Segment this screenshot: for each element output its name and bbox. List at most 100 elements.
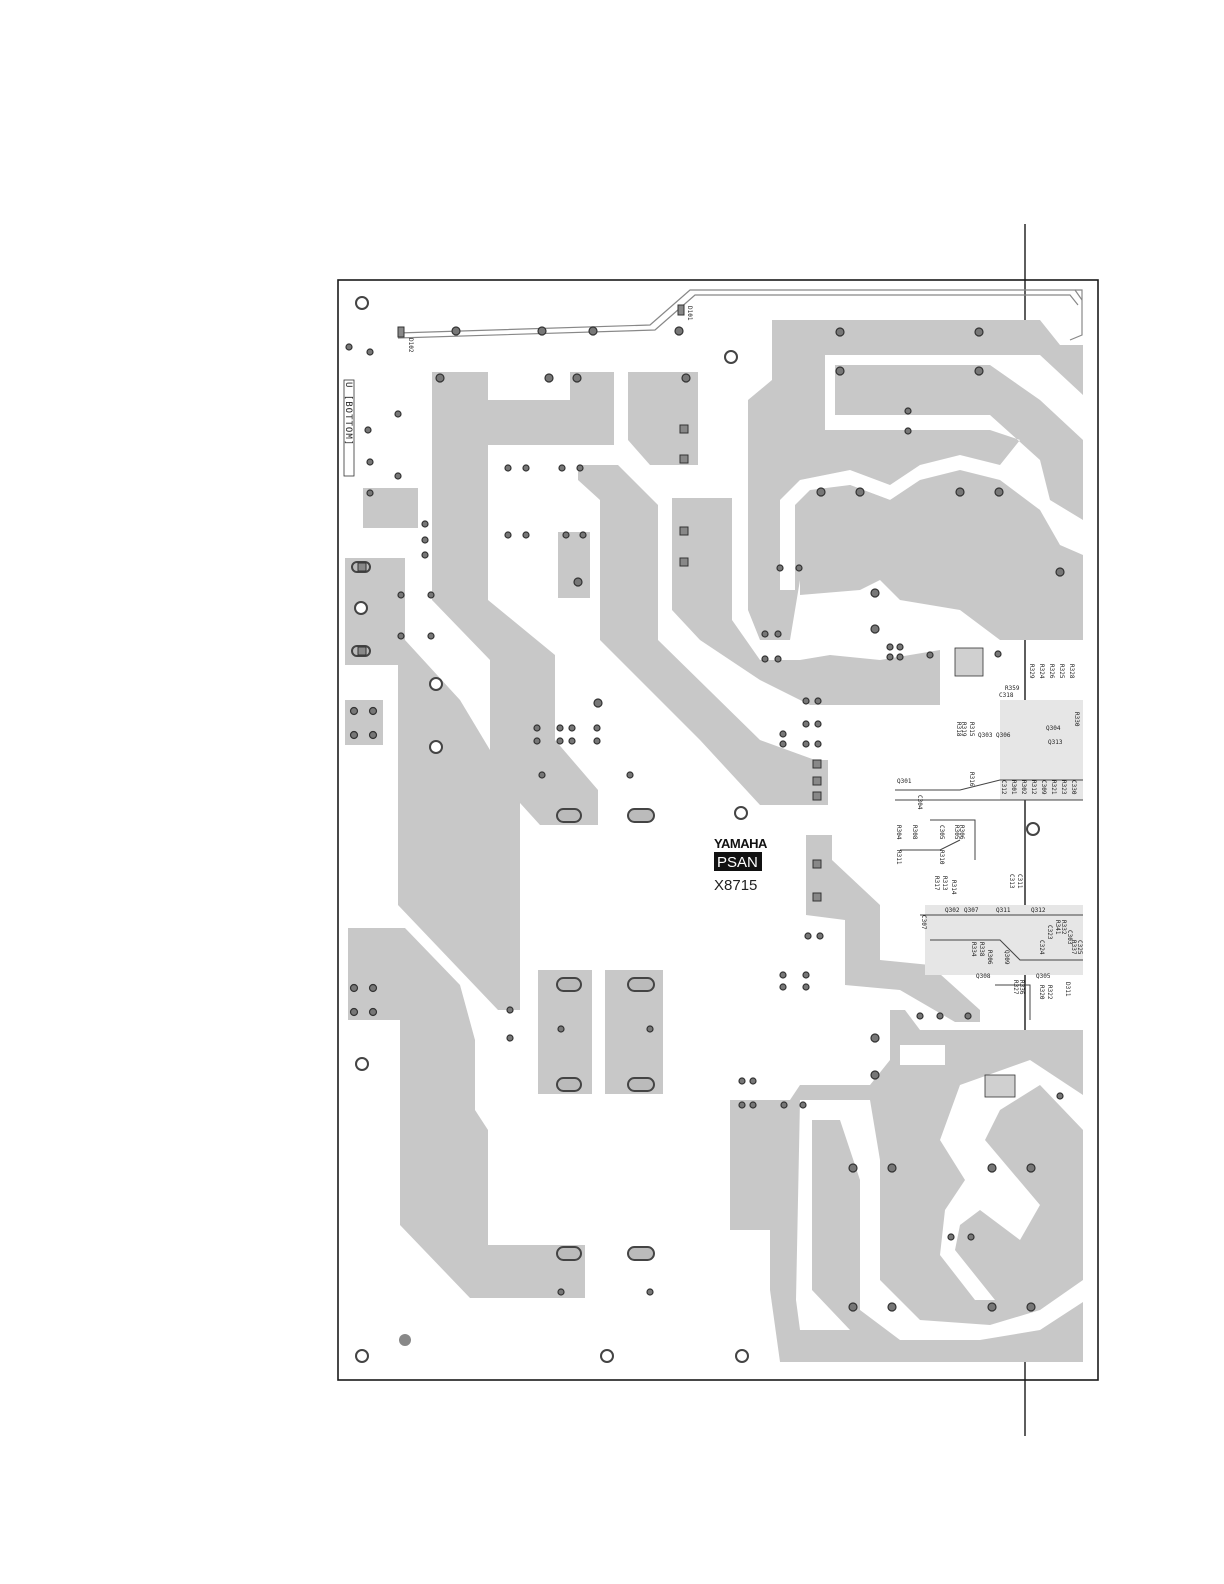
pad [626,771,634,779]
pad [349,1007,359,1017]
ref-label: C324 [1038,940,1045,955]
ref-label: C330 [1070,780,1077,795]
oval-pad [556,1077,582,1092]
pad [593,698,603,708]
ref-label: Q304 [1046,725,1061,732]
ref-label: R323 [1060,780,1067,795]
ref-label: R332 [1060,920,1067,935]
square-pad [812,791,822,801]
ref-label: R326 [1048,664,1055,679]
ref-label: C323 [1046,925,1053,940]
pad [345,343,353,351]
ref-label: R328 [1068,664,1075,679]
ref-label: R336 [1018,980,1025,995]
pad [646,1025,654,1033]
pad [558,464,566,472]
pad [761,655,769,663]
component-labels: D102 D101 R329 R324 R326 R325 R328 R330 … [407,306,1083,1000]
oval-pad [556,977,582,992]
ref-label: R306 [986,950,993,965]
pad [987,1163,997,1173]
copper-pour-mid-upper [800,475,1083,640]
oval-pad [627,1246,655,1261]
pad [556,737,564,745]
ref-label: R313 [941,876,948,891]
pad [738,1077,746,1085]
smd-pad-grid [984,1074,1016,1098]
pad [994,487,1004,497]
pad [904,407,912,415]
pad [855,487,865,497]
pad [964,1012,972,1020]
pad [368,983,378,993]
ref-label: R318 [955,722,962,737]
smd-pad [1000,700,1083,800]
ref-label: R322 [1046,985,1053,1000]
pad [533,737,541,745]
pad [870,624,880,634]
ref-label: R341 [1054,920,1061,935]
pad [814,697,822,705]
model-text: PSAN [717,854,758,871]
pad [835,327,845,337]
pad [776,564,784,572]
mounting-hole [429,677,443,691]
square-pad [679,526,689,536]
ref-label: C313 [1008,874,1015,889]
ref-label: Q312 [1031,907,1046,914]
model-badge [714,852,762,871]
pad [749,1077,757,1085]
oval-pad [627,1077,655,1092]
ref-label: R327 [1012,980,1019,995]
top-trace [397,289,1083,334]
pad [568,737,576,745]
pad [947,1233,955,1241]
mounting-hole [429,740,443,754]
pad [886,653,894,661]
side-label-text: U [BOTTOM] [343,382,353,446]
mounting-holes [354,296,1040,1363]
ref-label: R325 [1058,664,1065,679]
pad [802,971,810,979]
pad [557,1025,565,1033]
copper-layer [345,289,1083,1362]
ref-label: R304 [895,825,902,840]
pad [504,464,512,472]
oval-pad [556,1246,582,1261]
fiducial [399,1334,411,1346]
ref-label: C309 [1040,780,1047,795]
ref-label: Q303 [978,732,993,739]
pad [349,706,359,716]
pad [568,724,576,732]
ref-label: C303 [1066,930,1073,945]
pad [816,487,826,497]
pad [936,1012,944,1020]
ref-label: C311 [1016,874,1023,889]
ref-label: R311 [895,850,902,865]
square-pad [679,424,689,434]
square-pads [357,304,822,902]
pad [506,1006,514,1014]
pad [366,489,374,497]
pad [870,588,880,598]
pad [804,932,812,940]
mounting-hole [1026,822,1040,836]
pad [780,1101,788,1109]
pad [394,410,402,418]
square-pad [397,326,405,338]
copper-pour-mid-right [672,498,940,705]
pad [887,1163,897,1173]
pad-dots [345,326,1065,1312]
ref-label: C305 [938,825,945,840]
ref-label: R314 [950,880,957,895]
copper-pour-upper-mid [628,372,698,465]
mounting-hole [355,1057,369,1071]
pad [544,373,554,383]
ref-label: D101 [686,306,693,321]
pad [870,1033,880,1043]
pad [1026,1302,1036,1312]
ref-label: R329 [1028,664,1035,679]
pad [1055,567,1065,577]
pad [779,983,787,991]
